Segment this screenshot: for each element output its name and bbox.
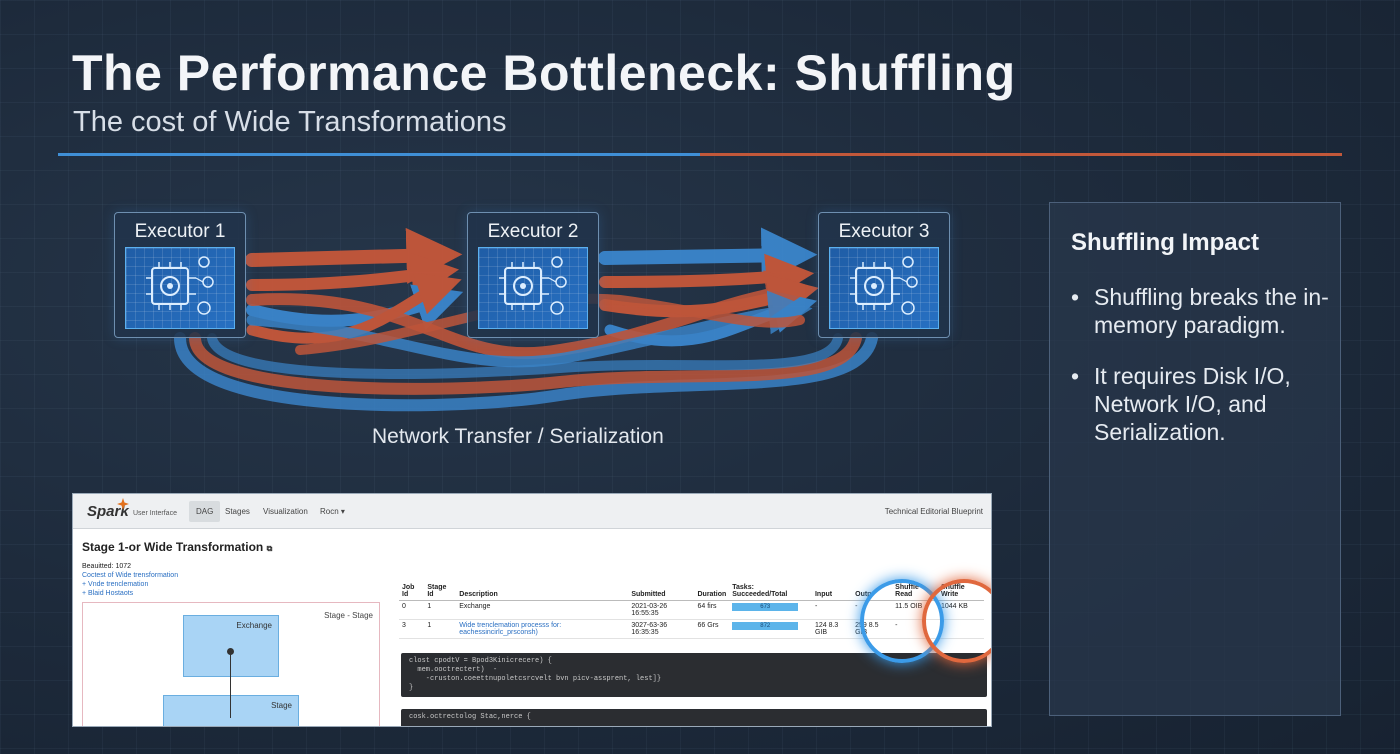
dag-node-exchange[interactable]: Exchange (183, 615, 279, 677)
slide-subtitle: The cost of Wide Transformations (73, 106, 507, 138)
impact-list: • Shuffling breaks the in-memory paradigm… (1071, 283, 1341, 469)
cell: 1 (424, 600, 457, 620)
flow-loop-blue-outer (174, 332, 878, 412)
executor-label: Executor 3 (838, 221, 930, 242)
info-icon: ⧉ (266, 544, 273, 553)
flow-arrow-2to3-a (598, 227, 818, 284)
nav-right-label: Technical Editorial Blueprint (884, 507, 983, 516)
impact-point: • It requires Disk I/O, Network I/O, and … (1071, 362, 1341, 446)
dag-header: Stage - Stage (324, 611, 373, 620)
executor-label: Executor 1 (134, 221, 226, 242)
spark-navbar: Spark User Interface DAG Stages Visualiz… (73, 494, 991, 529)
title-rule-blue (58, 153, 700, 156)
cell: 1 (424, 619, 457, 639)
col-header[interactable]: Job Id (399, 582, 425, 601)
shuffle-flow-diagram (174, 227, 878, 412)
code-block: cosk.octrectolog Stac,nerce { (401, 709, 987, 726)
executor-chip-panel (125, 247, 235, 329)
meta-link[interactable]: Coctest of Wide trensformation (82, 572, 179, 579)
dag-edge-dot (227, 648, 234, 655)
tab-stages[interactable]: Stages (225, 507, 250, 516)
flow-arrow-2to3-b (599, 253, 815, 302)
dag-visualization: Stage - Stage Exchange Stage (82, 602, 380, 726)
cell: 673 (729, 600, 812, 620)
shuffling-impact-panel: Shuffling Impact • Shuffling breaks the i… (1049, 202, 1341, 716)
cell: 872 (729, 619, 812, 639)
executor-1: Executor 1 (114, 212, 246, 338)
col-header[interactable]: Duration (694, 582, 730, 601)
tab-rocn[interactable]: Rocn ▾ (320, 507, 345, 516)
col-header[interactable]: Submitted (628, 582, 695, 601)
impact-point: • Shuffling breaks the in-memory paradigm… (1071, 283, 1341, 339)
flow-wave-orange (246, 270, 815, 360)
slide-title: The Performance Bottleneck: Shuffling (72, 45, 1016, 101)
shuffle-write-highlight-ring (922, 579, 991, 663)
spark-ui-label: User Interface (133, 510, 177, 517)
executor-3: Executor 3 (818, 212, 950, 338)
code-line: mem.ooctrectert) - (409, 666, 498, 674)
cpu-gear-icon (146, 256, 214, 315)
flow-loop-blue-inner (207, 333, 843, 379)
stage-meta: Beauitted: 1072 Coctest of Wide trensfor… (82, 562, 178, 598)
impact-title: Shuffling Impact (1071, 229, 1259, 256)
cell: - (811, 600, 853, 620)
tab-dag[interactable]: DAG (189, 501, 221, 522)
tab-visualization[interactable]: Visualization (263, 507, 308, 516)
meta-link[interactable]: + Vnde trenclemation (82, 581, 149, 588)
cell: 2021-03-26 16:55:35 (628, 600, 695, 620)
code-line: } (409, 684, 414, 692)
bullet-icon: • (1071, 363, 1080, 389)
cpu-gear-icon (499, 256, 567, 315)
executor-chip-panel (478, 247, 588, 329)
executor-label: Executor 2 (487, 221, 579, 242)
cell: 3 (399, 619, 425, 639)
col-header[interactable]: Tasks: Succeeded/Total (729, 582, 812, 601)
cell: 3027-63-36 16:35:35 (628, 619, 695, 639)
cell: 64 firs (694, 600, 730, 620)
network-transfer-label: Network Transfer / Serialization (372, 425, 664, 448)
spark-logo[interactable]: Spark (87, 503, 129, 520)
cell: Wide trenclemation processs for: eachess… (456, 619, 629, 639)
spark-ui-screenshot: Spark User Interface DAG Stages Visualiz… (72, 493, 992, 727)
tasks-progress-bar: 872 (732, 622, 799, 630)
flow-arrow-1to2-a (245, 227, 463, 284)
dag-node-stage[interactable]: Stage (163, 695, 299, 726)
impact-point-text: It requires Disk I/O, Network I/O, and S… (1094, 363, 1291, 445)
stage-title: Stage 1-or Wide Transformation ⧉ (82, 540, 272, 554)
cpu-gear-icon (850, 256, 918, 315)
cell: 66 Grs (694, 619, 730, 639)
executor-2: Executor 2 (467, 212, 599, 338)
spark-star-icon (117, 498, 129, 510)
cell: Exchange (456, 600, 629, 620)
title-rule-orange (700, 153, 1342, 156)
flow-loop-orange-outer (189, 332, 862, 395)
executor-chip-panel (829, 247, 939, 329)
code-line: clost cpodtV = Bpod3Kinicrecere) { (409, 657, 552, 665)
col-header[interactable]: Description (456, 582, 629, 601)
flow-arrow-1to2-b (246, 252, 460, 300)
stage-title-text: Stage 1-or Wide Transformation (82, 540, 264, 554)
cell: 124 8.3 GIB (811, 619, 853, 639)
col-header[interactable]: Stage Id (424, 582, 457, 601)
code-line: -cruston.coeettnupoletcsrcvelt bvn picv-… (409, 675, 662, 683)
flow-arrow-cross-a (246, 272, 462, 344)
meta-submitted: Beauitted: 1072 (82, 563, 132, 570)
meta-link[interactable]: + Blaid Hostaots (82, 590, 134, 597)
col-header[interactable]: Input (811, 582, 853, 601)
tasks-progress-bar: 673 (732, 603, 799, 611)
bullet-icon: • (1071, 284, 1080, 310)
cell: 0 (399, 600, 425, 620)
dag-edge (230, 650, 231, 718)
impact-point-text: Shuffling breaks the in-memory paradigm. (1094, 284, 1329, 338)
